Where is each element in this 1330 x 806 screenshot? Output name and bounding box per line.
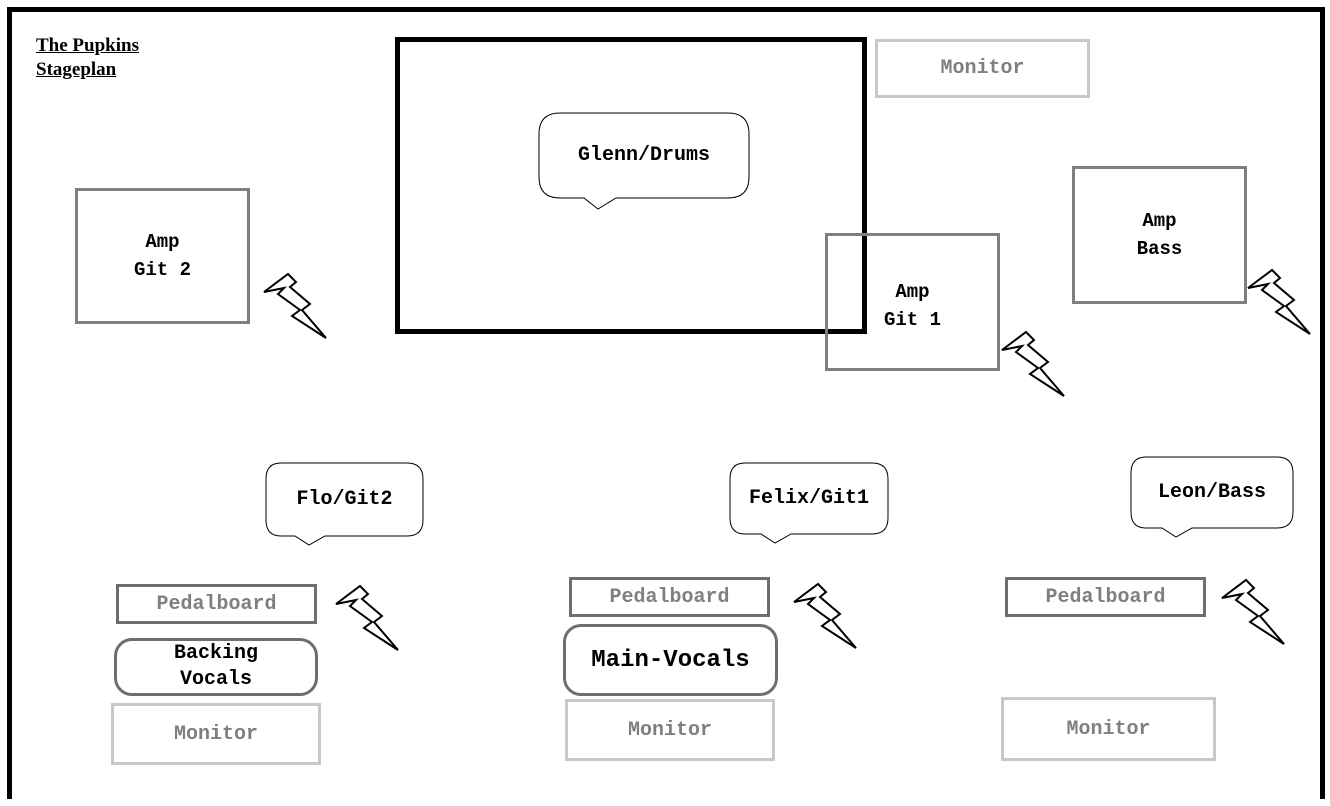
monitor-right: Monitor <box>1001 697 1216 761</box>
amp-git-2: Amp Git 2 <box>75 188 250 324</box>
musician-label-leon: Leon/Bass <box>1157 480 1267 504</box>
monitor-center: Monitor <box>565 699 775 761</box>
speech-bubble-felix: Felix/Git1 <box>729 462 889 544</box>
drum-riser <box>395 37 867 334</box>
pedalboard-center: Pedalboard <box>569 577 770 617</box>
speech-bubble-shape <box>729 462 889 544</box>
speech-bubble-shape <box>265 462 424 546</box>
monitor-left: Monitor <box>111 703 321 765</box>
amp-git-1: Amp Git 1 <box>825 233 1000 371</box>
monitor-drums: Monitor <box>875 39 1090 98</box>
title-stageplan: Stageplan <box>36 59 117 80</box>
musician-label-felix: Felix/Git1 <box>748 486 870 510</box>
lightning-bolt-icon <box>793 582 857 649</box>
speech-bubble-leon: Leon/Bass <box>1130 456 1294 538</box>
lightning-bolt-icon <box>263 272 327 339</box>
main-vocals-mic: Main-Vocals <box>563 624 778 696</box>
title-band-name: The Pupkins <box>36 35 139 56</box>
musician-label-glenn: Glenn/Drums <box>577 143 711 167</box>
stageplan-title: The Pupkins Stageplan <box>36 34 139 82</box>
pedalboard-right: Pedalboard <box>1005 577 1206 617</box>
speech-bubble-flo: Flo/Git2 <box>265 462 424 546</box>
pedalboard-left: Pedalboard <box>116 584 317 624</box>
lightning-bolt-icon <box>1001 330 1065 397</box>
speech-bubble-drums: Glenn/Drums <box>538 112 750 210</box>
speech-bubble-shape <box>1130 456 1294 538</box>
amp-bass: Amp Bass <box>1072 166 1247 304</box>
backing-vocals-mic: Backing Vocals <box>114 638 318 696</box>
musician-label-flo: Flo/Git2 <box>296 487 393 511</box>
speech-bubble-shape <box>538 112 750 210</box>
lightning-bolt-icon <box>335 584 399 651</box>
lightning-bolt-icon <box>1221 578 1285 645</box>
lightning-bolt-icon <box>1247 268 1311 335</box>
